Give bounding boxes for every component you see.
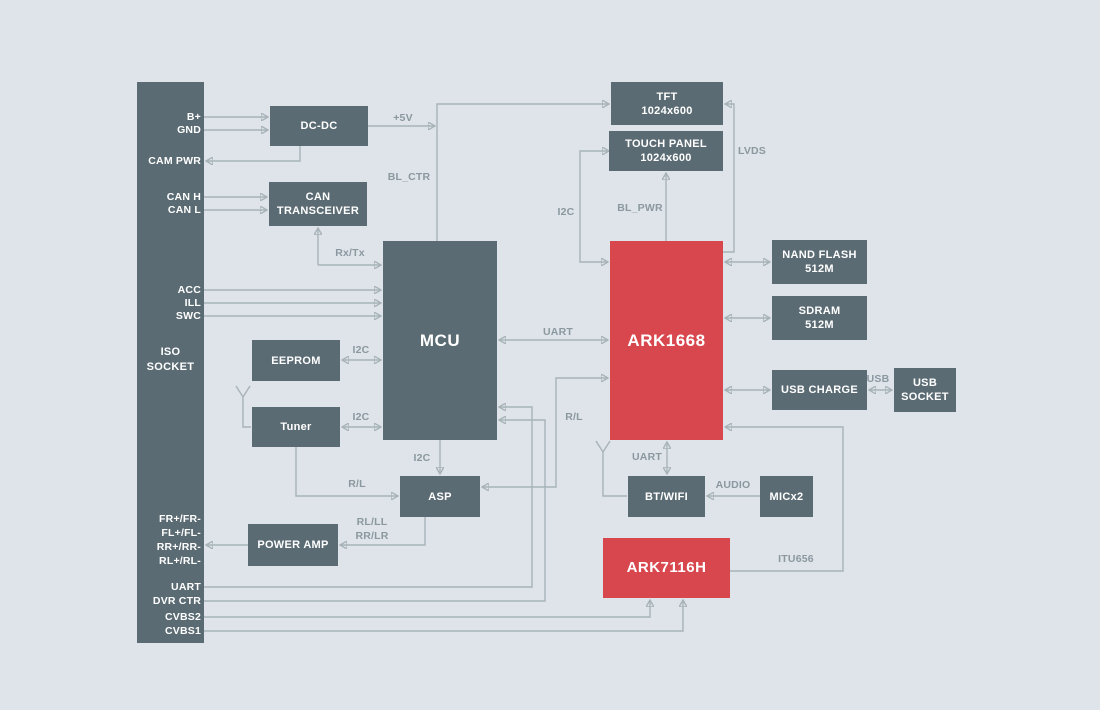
socket-pin-dvr-ctr: DVR CTR xyxy=(152,595,201,607)
block-usb-socket: USB SOCKET xyxy=(894,368,956,412)
socket-pin-cam-pwr: CAM PWR xyxy=(148,155,201,167)
block-touch-panel: TOUCH PANEL 1024x600 xyxy=(609,131,723,171)
wire-cam-pwr xyxy=(206,146,301,161)
socket-pin-can-h: CAN H xyxy=(166,191,201,203)
block-tft: TFT 1024x600 xyxy=(611,82,723,125)
block-sdram-line1: SDRAM xyxy=(798,305,841,317)
wire-label-rx-tx: Rx/Tx xyxy=(335,247,365,259)
socket-pin-fr: FR+/FR- xyxy=(159,513,201,525)
wire-lvds xyxy=(723,104,735,253)
socket-pin-fl: FL+/FL- xyxy=(161,527,201,539)
wire-label-i2c-touch: I2C xyxy=(557,206,575,218)
block-sdram: SDRAM 512M xyxy=(772,296,867,340)
block-asp: ASP xyxy=(400,476,480,517)
block-nand-flash-line2: 512M xyxy=(805,263,834,275)
socket-pin-cvbs1: CVBS1 xyxy=(164,625,201,637)
wire-label-lvds: LVDS xyxy=(737,145,767,157)
block-ark1668-label: ARK1668 xyxy=(627,330,706,350)
wire-label-bl-ctr: BL_CTR xyxy=(387,171,431,183)
block-ark7116h-label: ARK7116H xyxy=(626,559,707,576)
block-bt-wifi-label: BT/WIFI xyxy=(644,490,689,503)
block-eeprom: EEPROM xyxy=(252,340,340,381)
block-ark1668: ARK1668 xyxy=(610,241,723,440)
block-mcu-label: MCU xyxy=(419,330,461,350)
wire-label-itu656: ITU656 xyxy=(778,553,814,565)
socket-pin-b-plus: B+ xyxy=(186,111,201,123)
socket-pin-can-l: CAN L xyxy=(167,204,201,216)
wire-bl-ctr xyxy=(436,104,609,241)
wire-label-i2c-tuner: I2C xyxy=(352,411,370,423)
wire-ark-asp-rl xyxy=(482,378,608,487)
block-dc-dc-label: DC-DC xyxy=(300,120,338,132)
block-usb-charge: USB CHARGE xyxy=(772,370,867,410)
wire-label-audio: AUDIO xyxy=(715,479,751,491)
wire-cvbs1 xyxy=(204,600,683,632)
socket-pin-cvbs2: CVBS2 xyxy=(164,611,201,623)
block-tuner-label: Tuner xyxy=(280,421,312,433)
socket-pin-swc: SWC xyxy=(175,310,201,322)
wire-label-usb: USB xyxy=(866,373,890,385)
block-can-transceiver-line1: CAN xyxy=(305,191,331,203)
wire-label-uart-bt: UART xyxy=(632,451,662,463)
bt-wifi-antenna-icon xyxy=(595,440,627,497)
wire-tuner-audio xyxy=(295,447,398,496)
block-tuner: Tuner xyxy=(252,407,340,447)
block-tft-line1: TFT xyxy=(656,90,678,103)
block-usb-charge-label: USB CHARGE xyxy=(781,384,858,396)
socket-pin-acc: ACC xyxy=(177,284,201,296)
block-mic-label: MICx2 xyxy=(769,490,804,503)
wire-label-bl-pwr: BL_PWR xyxy=(617,202,663,214)
block-power-amp: POWER AMP xyxy=(248,524,338,566)
block-sdram-line2: 512M xyxy=(805,319,834,331)
wire-label-i2c-eeprom: I2C xyxy=(352,344,370,356)
iso-socket-label-line1: ISO xyxy=(160,346,181,358)
block-ark7116h: ARK7116H xyxy=(603,538,730,598)
block-eeprom-label: EEPROM xyxy=(271,354,321,367)
iso-socket-block: B+ GND CAM PWR CAN H CAN L ACC ILL SWC I… xyxy=(137,82,204,643)
wire-label-rl-tuner: R/L xyxy=(348,478,366,490)
block-usb-socket-line1: USB xyxy=(912,377,938,389)
block-can-transceiver: CAN TRANSCEIVER xyxy=(269,182,367,226)
socket-pin-uart: UART xyxy=(171,581,201,593)
iso-socket-label-line2: SOCKET xyxy=(146,361,195,373)
wire-label-uart-mcu: UART xyxy=(543,326,573,338)
block-asp-label: ASP xyxy=(428,490,452,503)
wire-label-i2c-asp: I2C xyxy=(413,452,431,464)
socket-pin-rl: RL+/RL- xyxy=(159,555,201,567)
block-usb-socket-line2: SOCKET xyxy=(901,391,949,403)
socket-pin-rr: RR+/RR- xyxy=(156,541,201,553)
wire-label-rr-lr: RR/LR xyxy=(355,530,389,542)
socket-pin-ill: ILL xyxy=(184,297,201,309)
block-nand-flash-line1: NAND FLASH xyxy=(782,249,857,261)
block-dc-dc: DC-DC xyxy=(270,106,368,146)
socket-pin-gnd: GND xyxy=(177,124,201,136)
wire-dvr-ctr xyxy=(204,420,546,602)
block-nand-flash: NAND FLASH 512M xyxy=(772,240,867,284)
wire-label-rl-ark: R/L xyxy=(565,411,583,423)
wire-label-rl-ll: RL/LL xyxy=(356,516,388,528)
block-mic: MICx2 xyxy=(760,476,813,517)
block-mcu: MCU xyxy=(383,241,497,440)
block-touch-panel-line1: TOUCH PANEL xyxy=(625,138,707,150)
tuner-antenna-icon xyxy=(235,385,251,428)
block-touch-panel-line2: 1024x600 xyxy=(640,152,692,164)
block-power-amp-label: POWER AMP xyxy=(257,539,329,551)
wire-label-5v: +5V xyxy=(393,112,413,124)
block-tft-line2: 1024x600 xyxy=(641,104,693,117)
block-bt-wifi: BT/WIFI xyxy=(628,476,705,517)
wire-cvbs2 xyxy=(204,600,650,618)
wire-touch-i2c xyxy=(579,151,609,262)
block-can-transceiver-line2: TRANSCEIVER xyxy=(276,205,360,217)
